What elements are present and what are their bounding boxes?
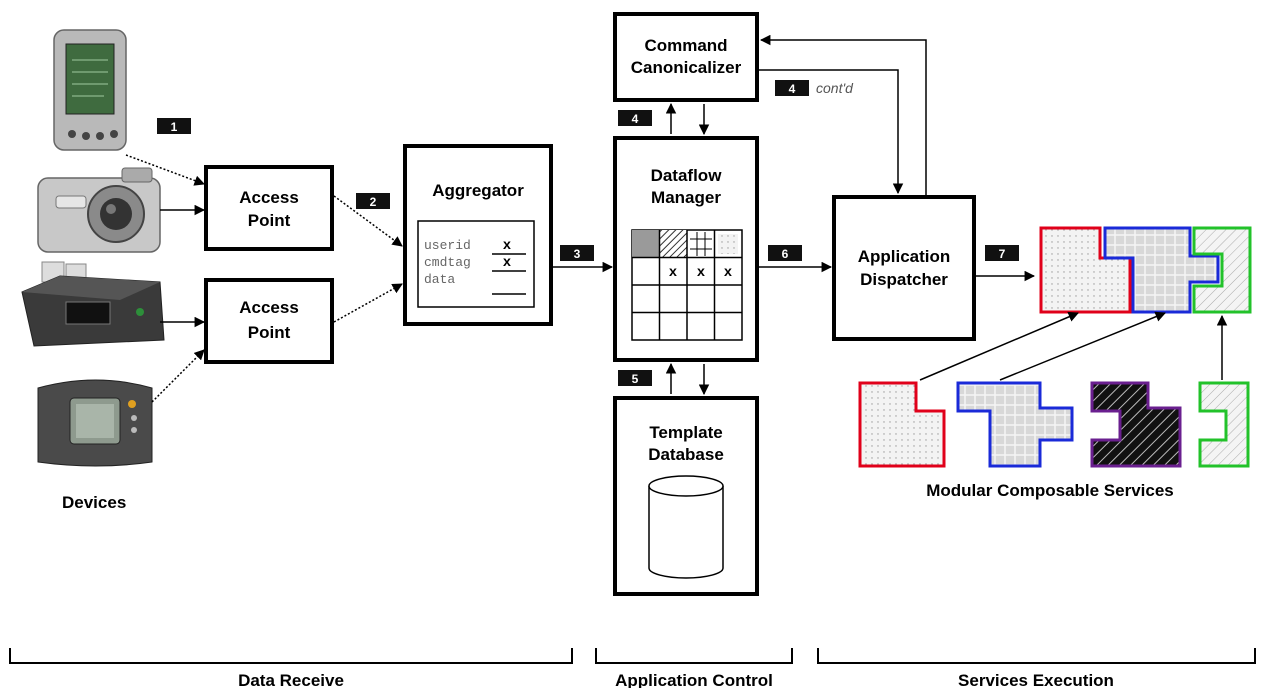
composed-blue-module bbox=[1103, 226, 1220, 314]
modular-services: Modular Composable Services bbox=[858, 381, 1250, 500]
template-database-box: Template Database bbox=[613, 396, 759, 596]
service-purple-module bbox=[1090, 381, 1182, 468]
template-database-line1: Template bbox=[649, 423, 722, 442]
command-canonicalizer-box: Command Canonicalizer bbox=[613, 12, 759, 102]
svg-text:4: 4 bbox=[789, 82, 796, 96]
aggregator-field-data: data bbox=[424, 272, 455, 287]
flow-arrows bbox=[553, 34, 1036, 396]
dataflow-mark-2: x bbox=[697, 265, 706, 281]
application-dispatcher-box: Application Dispatcher bbox=[832, 195, 976, 341]
aggregator-value-2: x bbox=[503, 255, 512, 271]
svg-text:7: 7 bbox=[999, 247, 1006, 261]
device-arrows bbox=[125, 154, 206, 403]
svg-text:2: 2 bbox=[370, 195, 377, 209]
composed-green-module bbox=[1192, 226, 1252, 314]
devices-label: Devices bbox=[62, 493, 126, 512]
access-point-2-line1: Access bbox=[239, 298, 299, 317]
access-point-2-line2: Point bbox=[248, 323, 291, 342]
aggregator-title: Aggregator bbox=[432, 181, 524, 200]
access-point-2: Access Point bbox=[204, 278, 334, 364]
step-badge-4-right: 4 bbox=[775, 80, 809, 96]
phase-application-control: Application Control bbox=[615, 671, 773, 688]
step-badge-7: 7 bbox=[985, 245, 1019, 261]
service-red-module bbox=[858, 381, 946, 468]
handheld-terminal-icon bbox=[37, 379, 153, 467]
access-point-1-line1: Access bbox=[239, 188, 299, 207]
step-badge-2: 2 bbox=[356, 193, 390, 209]
aggregator-value-1: x bbox=[503, 238, 512, 254]
template-database-line2: Database bbox=[648, 445, 724, 464]
aggregator-box: Aggregator userid cmdtag data x x bbox=[403, 144, 553, 326]
composition-arrows bbox=[919, 311, 1228, 381]
service-green-module bbox=[1198, 381, 1250, 468]
phase-data-receive: Data Receive bbox=[238, 671, 344, 688]
aggregator-field-userid: userid bbox=[424, 238, 471, 253]
ap-to-aggregator-arrows bbox=[333, 195, 403, 323]
digital-camera-icon bbox=[37, 167, 161, 253]
command-canonicalizer-line2: Canonicalizer bbox=[631, 58, 742, 77]
step-badge-6: 6 bbox=[768, 245, 802, 261]
service-blue-module bbox=[956, 381, 1074, 468]
command-canonicalizer-line1: Command bbox=[644, 36, 727, 55]
step-badge-3: 3 bbox=[560, 245, 594, 261]
dataflow-mark-1: x bbox=[669, 265, 678, 281]
application-dispatcher-line1: Application bbox=[858, 247, 951, 266]
dataflow-manager-line1: Dataflow bbox=[651, 166, 723, 185]
application-dispatcher-line2: Dispatcher bbox=[860, 270, 948, 289]
svg-text:6: 6 bbox=[782, 247, 789, 261]
svg-text:1: 1 bbox=[171, 120, 178, 134]
phase-brackets bbox=[9, 648, 1256, 664]
fingerprint-scanner-icon bbox=[21, 261, 165, 347]
dataflow-manager-line2: Manager bbox=[651, 188, 721, 207]
step-badges: 1 2 3 4 4 cont'd 5 6 7 bbox=[157, 80, 1019, 386]
dataflow-manager-box: Dataflow Manager x x x bbox=[613, 136, 759, 362]
devices-group: Devices bbox=[21, 29, 165, 512]
step-badge-5: 5 bbox=[618, 370, 652, 386]
modular-services-label: Modular Composable Services bbox=[926, 481, 1174, 500]
svg-text:3: 3 bbox=[574, 247, 581, 261]
pda-device-icon bbox=[53, 29, 127, 151]
dataflow-mark-3: x bbox=[724, 265, 733, 281]
phase-services-execution: Services Execution bbox=[958, 671, 1114, 688]
dataflow-table: x x x bbox=[631, 229, 743, 341]
svg-text:5: 5 bbox=[632, 372, 639, 386]
composed-services bbox=[1039, 226, 1252, 314]
access-point-1: Access Point bbox=[204, 165, 334, 251]
access-point-1-line2: Point bbox=[248, 211, 291, 230]
aggregator-field-cmdtag: cmdtag bbox=[424, 255, 471, 270]
database-cylinder-icon bbox=[648, 475, 724, 579]
step-badge-4-left: 4 bbox=[618, 110, 652, 126]
contd-label: cont'd bbox=[816, 80, 854, 96]
svg-text:4: 4 bbox=[632, 112, 639, 126]
step-badge-1: 1 bbox=[157, 118, 191, 134]
